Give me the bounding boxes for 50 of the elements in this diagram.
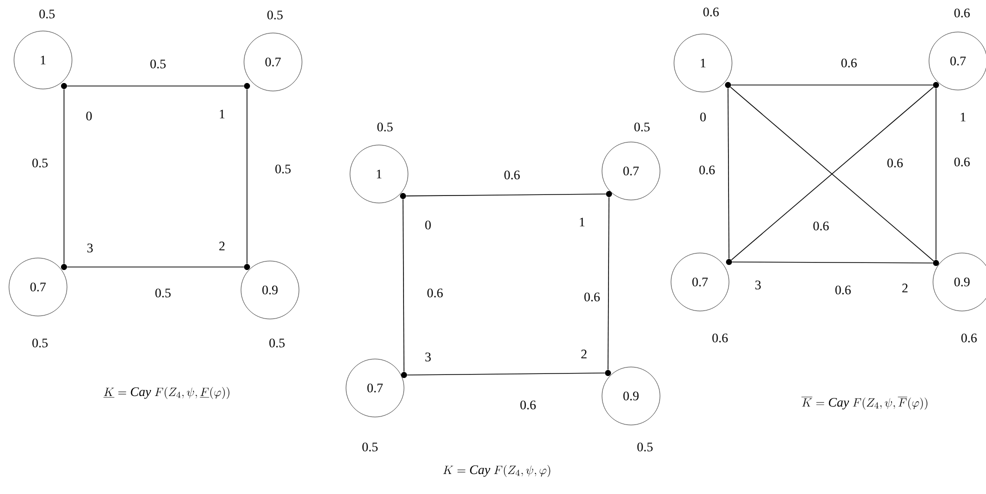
edge-label: 0.6 [698, 164, 716, 176]
edge-line [406, 194, 606, 196]
edge-label: 0.6 [812, 220, 830, 232]
edge-label: 0.6 [840, 58, 858, 68]
vertex-label: 0 [86, 112, 92, 120]
vertex-label: 2 [902, 284, 908, 292]
edge-label: 0.6 [582, 292, 602, 302]
edge-line [66, 266, 244, 268]
edge-label: 0.6 [502, 170, 522, 180]
edge-line [406, 372, 606, 376]
graph-caption: $\underline{K} = \mathit{Cay}\ F(Z_4,\psi,\underline{F}(\varphi))$ [103, 387, 230, 399]
value-label: 0.5 [267, 10, 283, 20]
edge-line [402, 198, 404, 372]
graph-caption: $\overline{K} = \mathit{Cay}\ F(Z_4,\psi,\overline{F}(\varphi))$ [801, 397, 928, 410]
edge-label: 0.6 [952, 156, 972, 168]
vertex-label: 1 [960, 112, 966, 122]
vertex-label: 3 [425, 352, 431, 362]
value-label: 0.5 [32, 338, 48, 348]
edge-label: 0.6 [518, 400, 538, 410]
edge-label: 0.6 [834, 284, 852, 296]
value-label: 0.6 [712, 334, 728, 342]
vertex-label: 0 [700, 112, 706, 122]
vertex-label: 2 [581, 350, 587, 358]
value-label: 0.5 [377, 122, 393, 132]
edge-line [728, 88, 730, 260]
vertex-label: 2 [219, 242, 225, 250]
value-label: 0.6 [961, 334, 977, 342]
edge-line [730, 84, 934, 86]
edge-line [246, 88, 248, 264]
vertex-label: 3 [87, 244, 93, 252]
value-label: 0.5 [269, 338, 285, 348]
edge-label: 0.6 [886, 158, 904, 168]
edge-label: 0.5 [154, 288, 172, 298]
value-label: 0.6 [954, 8, 970, 18]
value-label: 0.5 [39, 10, 55, 18]
vertex-label: 1 [580, 218, 584, 226]
vertex-label: 1 [220, 110, 224, 118]
edge-label: 0.6 [426, 288, 444, 298]
edge-line [732, 262, 934, 264]
graph-caption: $K = \mathit{Cay}\ F(Z_4,\psi,\varphi)$ [443, 465, 550, 477]
edge-label: 0.5 [148, 58, 168, 70]
value-label: 0.5 [634, 122, 650, 132]
edge-label: 0.5 [30, 158, 50, 168]
value-label: 0.5 [637, 442, 653, 452]
value-label: 0.6 [703, 8, 719, 16]
edge-line [608, 196, 610, 370]
edge-label: 0.5 [274, 164, 292, 174]
vertex-label: 3 [755, 280, 761, 290]
vertex-label: 0 [425, 220, 431, 230]
value-label: 0.5 [362, 442, 378, 452]
